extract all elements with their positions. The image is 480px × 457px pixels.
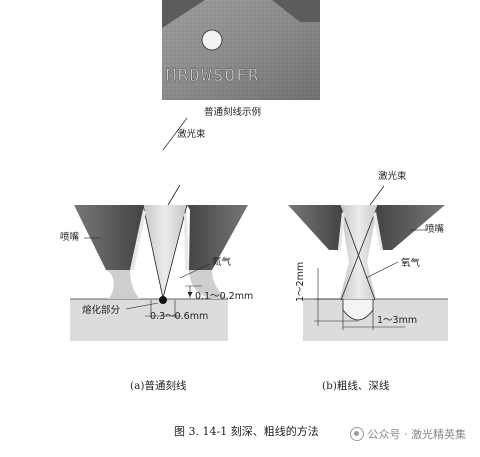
watermark: 公众号 · 激光精英集: [349, 426, 467, 442]
gas-flow-a-right: [189, 270, 228, 299]
gap-dim-arrow: [187, 292, 193, 297]
plate-texture: [162, 0, 320, 100]
beam-a-edge-right: [162, 204, 188, 299]
panel-a-melt-label: 熔化部分: [82, 305, 121, 316]
nozzle-b-left: [288, 205, 342, 250]
nozzle-a-right: [187, 205, 248, 270]
nozzle-a-inner-right: [184, 212, 189, 270]
wechat-icon: [349, 427, 364, 441]
beam-a-edge-left: [142, 204, 164, 299]
plate-hole: [201, 29, 223, 51]
gas-flow-a: [106, 270, 140, 299]
panel-a-nozzle-label: 喷嘴: [60, 232, 80, 243]
nozzle-b-right: [376, 205, 445, 250]
beam-b-edge-1: [339, 204, 376, 301]
watermark-text: 公众号 · 激光精英集: [367, 428, 467, 441]
panel-b-nozzle-label: 喷嘴: [425, 224, 445, 235]
nozzle-a-left: [74, 205, 143, 270]
panel-b-diagram: [288, 185, 448, 341]
photo-beam-label: 激光束: [177, 129, 206, 140]
workpiece-b: [303, 299, 448, 341]
melt-leader-a: [125, 302, 159, 310]
panel-a-gas-label: 氮气: [212, 257, 232, 268]
beam-a-top: [167, 184, 181, 206]
panel-a-caption: (a)普通刻线: [130, 380, 187, 392]
beam-b-edge-2: [340, 204, 379, 301]
nozzle-a-inner-left: [130, 210, 146, 270]
panel-b-width-label: 1～3mm: [377, 315, 418, 326]
photo-caption: 普通刻线示例: [204, 107, 262, 118]
panel-b-beam-label: 激光束: [378, 171, 407, 182]
gas-leader-a: [179, 263, 211, 279]
panel-b-gas-label: 氧气: [401, 258, 421, 269]
engraving-photo: MRDWSOFR: [162, 0, 320, 100]
panel-a-width-label: 0.3～0.6mm: [150, 311, 209, 322]
engraved-text: MRDWSOFR: [166, 66, 260, 86]
photo-pointer-line: [162, 117, 188, 151]
panel-a-gap-label: 0.1～0.2mm: [195, 291, 254, 302]
panel-b-depth-label: 1～2mm: [295, 261, 306, 302]
beam-a: [143, 205, 187, 298]
workpiece-a: [70, 299, 228, 341]
nozzle-b-inner-right: [373, 212, 383, 250]
figure-caption: 图 3. 14-1 刻深、粗线的方法: [174, 425, 319, 438]
panel-b-caption: (b)粗线、深线: [322, 380, 390, 392]
nozzle-b-inner-left: [338, 212, 345, 250]
gas-leader-b: [365, 261, 399, 279]
panel-a-diagram: [70, 184, 248, 341]
beam-b-top: [369, 185, 385, 206]
melt-pool-a: [159, 296, 167, 304]
